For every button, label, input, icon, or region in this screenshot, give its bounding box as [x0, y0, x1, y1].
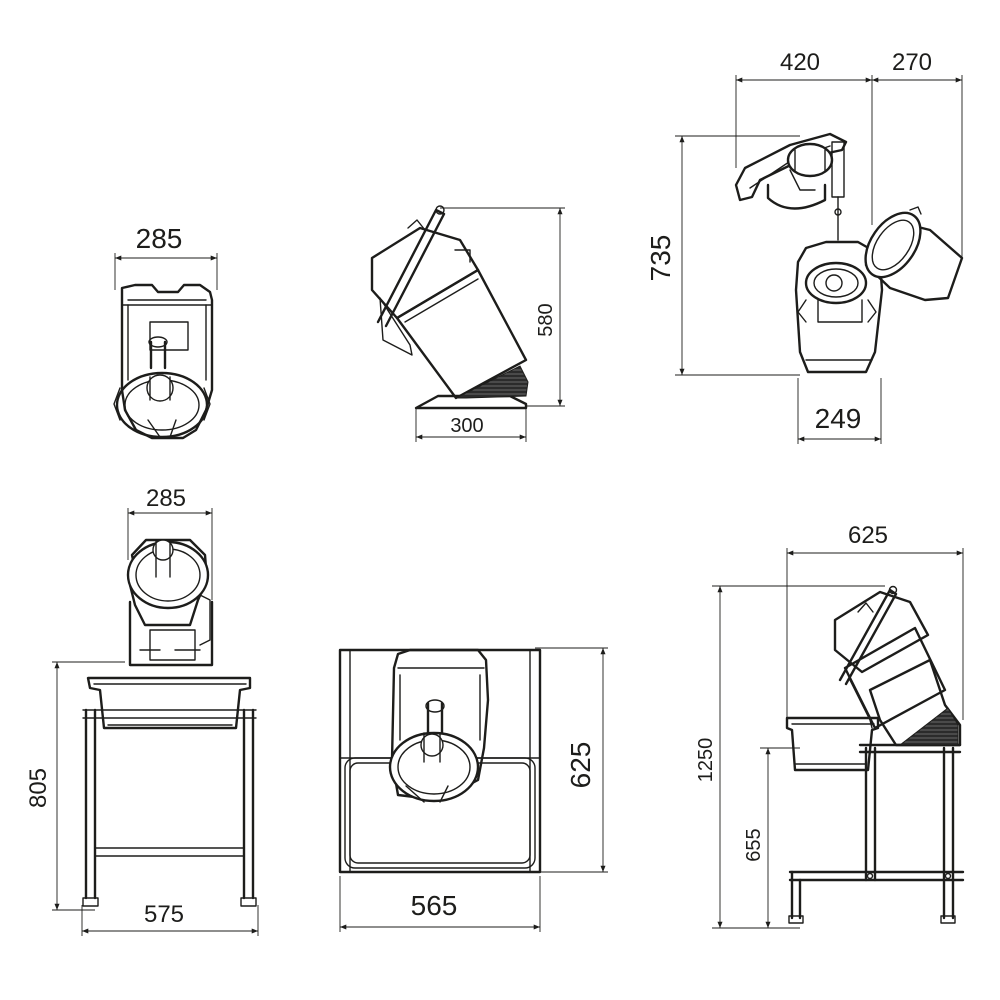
- dimension-label: 285: [136, 223, 183, 254]
- dimension-label: 805: [25, 768, 52, 808]
- dimension-label: 285: [146, 485, 186, 512]
- dimension-height-735: 735: [645, 135, 800, 376]
- top-view-machine: 420 270 735 249: [645, 49, 964, 444]
- dimension-label: 565: [411, 890, 458, 921]
- dimension-height-580: 580: [440, 207, 565, 407]
- dimension-width-285-stand: 285: [127, 485, 213, 600]
- top-view-on-stand: 625 565: [338, 647, 608, 932]
- dimension-width-625: 625: [786, 522, 964, 720]
- dimension-width-285: 285: [114, 223, 218, 290]
- dimension-width-249: 249: [797, 378, 882, 444]
- dimension-label: 249: [815, 403, 862, 434]
- dimension-height-805: 805: [25, 661, 125, 911]
- dimension-width-420: 420: [735, 49, 873, 225]
- dimension-label: 270: [892, 49, 932, 76]
- dimension-label: 420: [780, 49, 820, 76]
- side-view-on-stand: 625 1250 655: [695, 522, 965, 929]
- dimension-label: 1250: [695, 738, 717, 783]
- dimension-label: 655: [743, 828, 765, 861]
- dimension-label: 300: [450, 415, 483, 437]
- side-view-machine: 580 300: [370, 205, 565, 442]
- dimension-height-1250: 1250: [695, 585, 885, 929]
- dimension-width-300: 300: [415, 404, 527, 442]
- dimension-label: 625: [848, 522, 888, 549]
- front-view-machine: 285: [113, 223, 218, 440]
- dimension-width-270: 270: [872, 49, 963, 260]
- dimension-width-575: 575: [81, 901, 259, 936]
- dimension-depth-625: 625: [535, 647, 608, 873]
- dimension-height-655: 655: [743, 747, 800, 928]
- front-view-on-stand: 285 805 575: [25, 485, 259, 936]
- dimension-label: 580: [535, 303, 557, 336]
- dimension-label: 575: [144, 901, 184, 928]
- dimension-label: 735: [645, 235, 676, 282]
- dimension-label: 625: [565, 742, 596, 789]
- dimension-width-565: 565: [339, 876, 541, 932]
